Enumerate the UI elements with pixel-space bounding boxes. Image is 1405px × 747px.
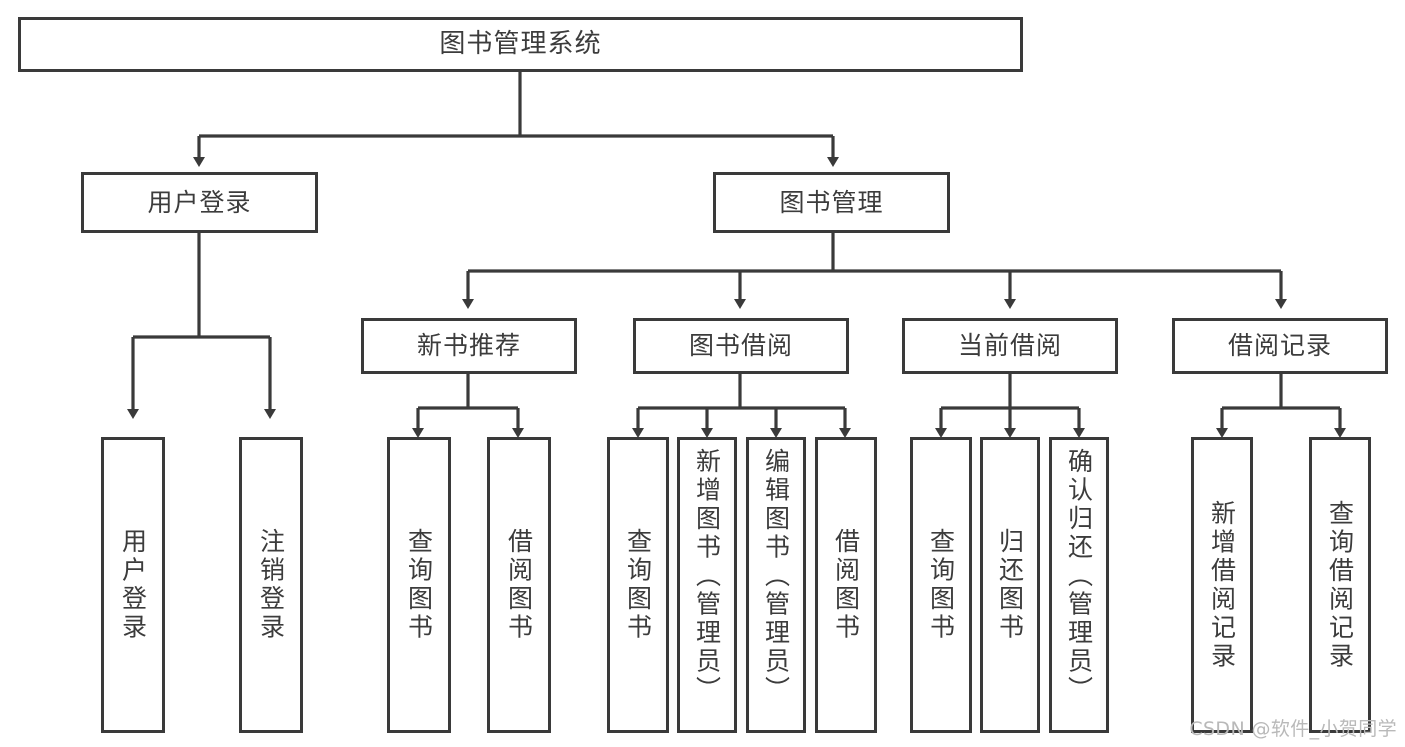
node-user-login-label: 用户登录 bbox=[147, 187, 252, 217]
node-borrow-record-label: 借阅记录 bbox=[1227, 331, 1332, 361]
node-leaf-user-login[interactable]: 用户登录 bbox=[101, 437, 165, 733]
node-current-borrow-label: 当前借阅 bbox=[957, 331, 1062, 361]
node-current-borrow[interactable]: 当前借阅 bbox=[902, 318, 1118, 374]
node-leaf-query-book-3[interactable]: 查询图书 bbox=[910, 437, 972, 733]
node-leaf-borrow-book-2[interactable]: 借阅图书 bbox=[815, 437, 877, 733]
node-leaf-confirm-return[interactable]: 确认归还（管理员） bbox=[1049, 437, 1109, 733]
node-leaf-borrow-book-1[interactable]: 借阅图书 bbox=[487, 437, 551, 733]
node-leaf-borrow-book-1-label: 借阅图书 bbox=[504, 528, 534, 642]
node-leaf-edit-book-label: 编辑图书（管理员） bbox=[761, 448, 791, 705]
node-leaf-query-record[interactable]: 查询借阅记录 bbox=[1309, 437, 1371, 733]
node-book-borrow[interactable]: 图书借阅 bbox=[633, 318, 849, 374]
node-book-borrow-label: 图书借阅 bbox=[688, 331, 793, 361]
node-leaf-confirm-return-label: 确认归还（管理员） bbox=[1064, 448, 1094, 705]
node-leaf-return-book-label: 归还图书 bbox=[995, 528, 1025, 642]
node-leaf-query-book-1-label: 查询图书 bbox=[404, 528, 434, 642]
node-leaf-borrow-book-2-label: 借阅图书 bbox=[831, 528, 861, 642]
node-leaf-add-book-label: 新增图书（管理员） bbox=[692, 448, 722, 705]
node-leaf-user-login-label: 用户登录 bbox=[118, 528, 148, 642]
node-leaf-query-book-1[interactable]: 查询图书 bbox=[387, 437, 451, 733]
node-book-manage-label: 图书管理 bbox=[779, 187, 884, 217]
node-new-book-rec-label: 新书推荐 bbox=[416, 331, 521, 361]
node-leaf-return-book[interactable]: 归还图书 bbox=[980, 437, 1040, 733]
node-book-manage[interactable]: 图书管理 bbox=[713, 172, 950, 233]
node-leaf-add-record-label: 新增借阅记录 bbox=[1207, 499, 1237, 671]
node-borrow-record[interactable]: 借阅记录 bbox=[1172, 318, 1388, 374]
node-root-label: 图书管理系统 bbox=[439, 29, 602, 60]
node-leaf-query-record-label: 查询借阅记录 bbox=[1325, 499, 1355, 671]
node-leaf-query-book-2[interactable]: 查询图书 bbox=[607, 437, 669, 733]
node-user-login[interactable]: 用户登录 bbox=[81, 172, 318, 233]
node-leaf-query-book-2-label: 查询图书 bbox=[623, 528, 653, 642]
node-leaf-user-logout-label: 注销登录 bbox=[256, 528, 286, 642]
node-leaf-edit-book[interactable]: 编辑图书（管理员） bbox=[746, 437, 806, 733]
node-leaf-query-book-3-label: 查询图书 bbox=[926, 528, 956, 642]
node-new-book-rec[interactable]: 新书推荐 bbox=[361, 318, 577, 374]
node-leaf-add-record[interactable]: 新增借阅记录 bbox=[1191, 437, 1253, 733]
node-leaf-add-book[interactable]: 新增图书（管理员） bbox=[677, 437, 737, 733]
node-leaf-user-logout[interactable]: 注销登录 bbox=[239, 437, 303, 733]
node-root[interactable]: 图书管理系统 bbox=[18, 17, 1023, 72]
